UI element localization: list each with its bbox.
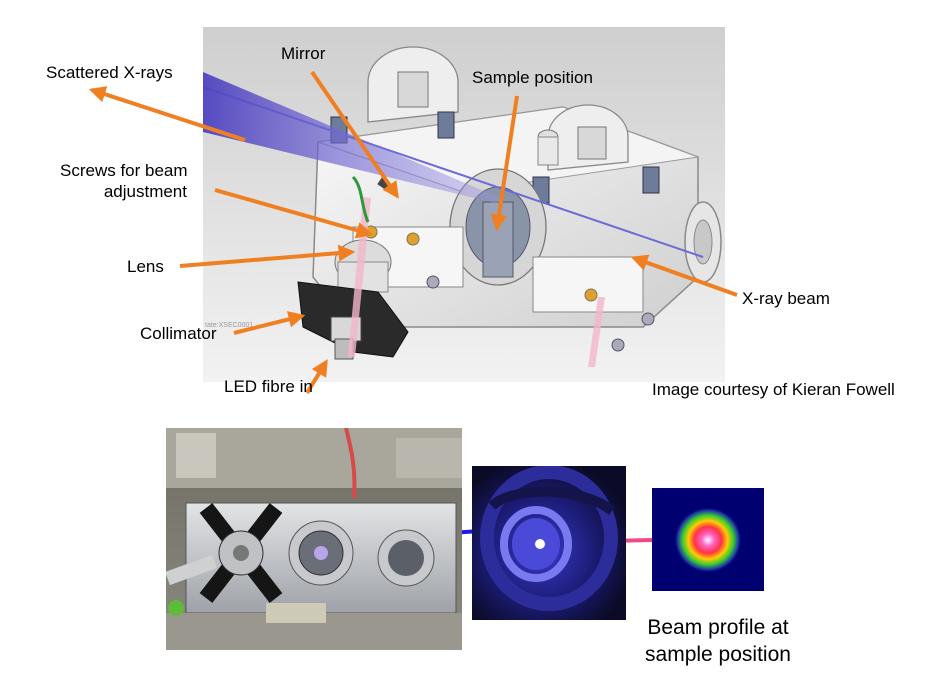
label-credit: Image courtesy of Kieran Fowell — [652, 380, 895, 399]
arrow-screws — [214, 188, 374, 239]
label-mirror: Mirror — [281, 44, 326, 63]
label-screws-line1: Screws for beam — [60, 161, 188, 180]
arrow-xray-beam — [630, 254, 738, 297]
caption-line1: Beam profile at — [647, 616, 789, 639]
arrow-lens — [179, 244, 356, 268]
chamber-photo — [166, 428, 462, 650]
svg-text:tate:XSEC0001: tate:XSEC0001 — [205, 322, 253, 329]
arrow-led-fibre — [305, 359, 328, 395]
arrow-sample-position — [490, 95, 519, 232]
label-collimator: Collimator — [140, 324, 217, 343]
caption-line2: sample position — [645, 643, 791, 666]
label-lens: Lens — [127, 257, 164, 276]
label-led-fibre: LED fibre in — [224, 377, 313, 396]
label-screws-line2: adjustment — [103, 182, 187, 201]
beam-profile-heatmap — [652, 488, 764, 591]
arrow-collimator — [233, 311, 306, 335]
label-xray-beam: X-ray beam — [742, 289, 830, 308]
arrow-scattered-xrays — [88, 86, 246, 142]
label-scattered-xrays: Scattered X-rays — [46, 63, 173, 82]
label-sample-position: Sample position — [472, 68, 593, 87]
camera-view-image — [472, 466, 626, 620]
arrow-mirror — [310, 70, 399, 199]
